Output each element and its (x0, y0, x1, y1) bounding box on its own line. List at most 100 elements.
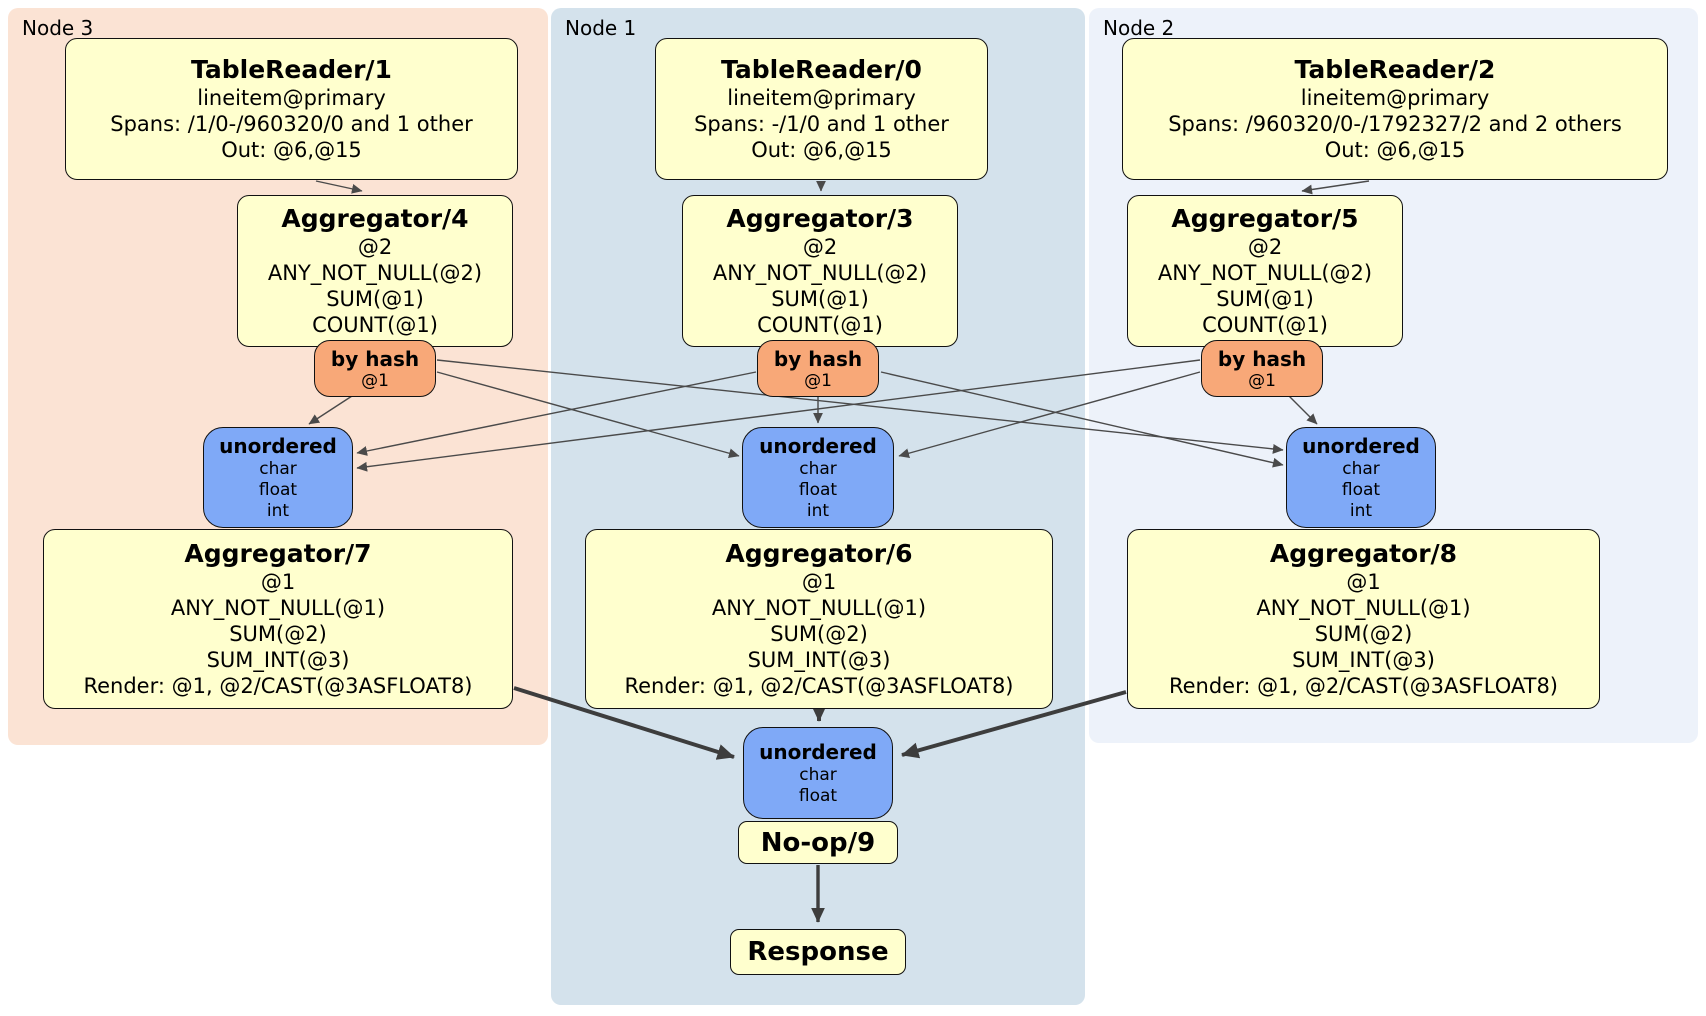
response-node: Response (730, 929, 906, 975)
sync-attr: int (806, 501, 830, 521)
processor-line: SUM(@1) (1216, 287, 1314, 311)
sync-unordered-final: unordered char float (743, 727, 893, 819)
processor-aggregator-3: Aggregator/3 @2 ANY_NOT_NULL(@2) SUM(@1)… (682, 195, 958, 347)
processor-tablereader-0: TableReader/0 lineitem@primary Spans: -/… (655, 38, 988, 180)
processor-line: COUNT(@1) (1202, 313, 1328, 337)
panel-node3-label: Node 3 (22, 16, 94, 40)
processor-title: Aggregator/5 (1171, 204, 1359, 233)
sync-title: unordered (759, 740, 877, 764)
edge-byhash4-unordered3 (308, 395, 353, 425)
processor-line: @1 (260, 570, 296, 594)
processor-line: SUM(@1) (326, 287, 424, 311)
edge-byhash5-unordered2 (1288, 395, 1318, 425)
sync-unordered-node1: unordered char float int (742, 427, 894, 528)
edge-byhash3-unordered3 (356, 371, 757, 456)
router-byhash-3: by hash @1 (757, 340, 879, 397)
sync-unordered-node3: unordered char float int (203, 427, 353, 528)
processor-line: Spans: /960320/0-/1792327/2 and 2 others (1168, 112, 1622, 136)
processor-aggregator-7: Aggregator/7 @1 ANY_NOT_NULL(@1) SUM(@2)… (43, 529, 513, 709)
processor-noop-9: No-op/9 (738, 821, 898, 864)
processor-title: Aggregator/7 (184, 539, 372, 568)
processor-title: TableReader/2 (1294, 55, 1496, 84)
processor-line: ANY_NOT_NULL(@2) (1157, 261, 1373, 285)
processor-line: ANY_NOT_NULL(@2) (712, 261, 928, 285)
edge-byhash4-unordered2 (436, 359, 1284, 454)
router-title: by hash (330, 346, 420, 371)
edge-tablereader1-aggregator4 (315, 180, 363, 194)
processor-line: Render: @1, @2/CAST(@3ASFLOAT8) (624, 674, 1014, 698)
processor-line: lineitem@primary (1300, 86, 1490, 110)
edge-byhash5-unordered1 (898, 371, 1201, 459)
sync-attr: char (799, 459, 837, 479)
sync-unordered-node2: unordered char float int (1286, 427, 1436, 528)
processor-line: SUM(@2) (1314, 622, 1413, 646)
edge-byhash4-unordered1 (436, 371, 740, 459)
processor-aggregator-6: Aggregator/6 @1 ANY_NOT_NULL(@1) SUM(@2)… (585, 529, 1053, 709)
processor-line: SUM(@2) (229, 622, 327, 646)
processor-line: SUM(@1) (771, 287, 869, 311)
processor-line: Spans: /1/0-/960320/0 and 1 other (110, 112, 473, 136)
processor-line: @2 (802, 235, 838, 259)
processor-line: Out: @6,@15 (221, 138, 362, 162)
processor-line: Spans: -/1/0 and 1 other (694, 112, 949, 136)
processor-title: Response (747, 937, 889, 967)
sync-attr: float (258, 480, 298, 500)
processor-line: lineitem@primary (727, 86, 916, 110)
processor-title: Aggregator/3 (726, 204, 914, 233)
edge-aggregator7-final-unordered (513, 686, 735, 760)
processor-line: SUM_INT(@3) (1292, 648, 1435, 672)
sync-attr: float (798, 480, 838, 500)
router-title: by hash (773, 346, 863, 371)
edge-byhash5-unordered3 (356, 359, 1201, 472)
processor-line: @2 (1247, 235, 1283, 259)
sync-attr: float (798, 786, 838, 806)
router-byhash-4: by hash @1 (314, 340, 436, 397)
processor-title: Aggregator/4 (281, 204, 469, 233)
sync-attr: char (799, 765, 837, 785)
processor-title: No-op/9 (760, 827, 876, 858)
processor-line: SUM(@2) (770, 622, 868, 646)
processor-title: Aggregator/8 (1269, 539, 1458, 568)
router-title: by hash (1217, 346, 1307, 371)
processor-tablereader-2: TableReader/2 lineitem@primary Spans: /9… (1122, 38, 1668, 180)
processor-line: Render: @1, @2/CAST(@3ASFLOAT8) (1168, 674, 1559, 698)
processor-title: TableReader/1 (191, 55, 392, 84)
edge-tablereader2-aggregator5 (1301, 180, 1370, 195)
processor-line: ANY_NOT_NULL(@1) (170, 596, 386, 620)
processor-line: lineitem@primary (197, 86, 386, 110)
processor-title: TableReader/0 (721, 55, 922, 84)
processor-line: COUNT(@1) (757, 313, 883, 337)
sync-title: unordered (1302, 434, 1420, 458)
sync-title: unordered (759, 434, 877, 458)
processor-aggregator-8: Aggregator/8 @1 ANY_NOT_NULL(@1) SUM(@2)… (1127, 529, 1600, 709)
processor-line: ANY_NOT_NULL(@1) (711, 596, 927, 620)
sync-attr: char (1342, 459, 1380, 479)
processor-line: @1 (801, 570, 837, 594)
processor-line: ANY_NOT_NULL(@1) (1256, 596, 1471, 620)
processor-aggregator-5: Aggregator/5 @2 ANY_NOT_NULL(@2) SUM(@1)… (1127, 195, 1403, 347)
sync-attr: char (259, 459, 297, 479)
processor-line: @2 (357, 235, 393, 259)
processor-line: Out: @6,@15 (1324, 138, 1466, 162)
processor-line: COUNT(@1) (312, 313, 438, 337)
sync-title: unordered (219, 434, 337, 458)
processor-line: Render: @1, @2/CAST(@3ASFLOAT8) (83, 674, 473, 698)
processor-line: SUM_INT(@3) (206, 648, 350, 672)
edge-aggregator8-final-unordered (901, 690, 1127, 759)
processor-line: ANY_NOT_NULL(@2) (267, 261, 483, 285)
processor-line: Out: @6,@15 (751, 138, 892, 162)
router-detail: @1 (804, 370, 832, 391)
router-byhash-5: by hash @1 (1201, 340, 1323, 397)
processor-line: @1 (1346, 570, 1381, 594)
panel-node1-label: Node 1 (565, 16, 637, 40)
router-detail: @1 (361, 370, 389, 391)
edge-byhash3-unordered2 (880, 371, 1284, 468)
processor-title: Aggregator/6 (725, 539, 913, 568)
sync-attr: int (266, 501, 290, 521)
processor-line: SUM_INT(@3) (747, 648, 891, 672)
router-detail: @1 (1248, 370, 1276, 391)
processor-aggregator-4: Aggregator/4 @2 ANY_NOT_NULL(@2) SUM(@1)… (237, 195, 513, 347)
panel-node2-label: Node 2 (1103, 16, 1175, 40)
